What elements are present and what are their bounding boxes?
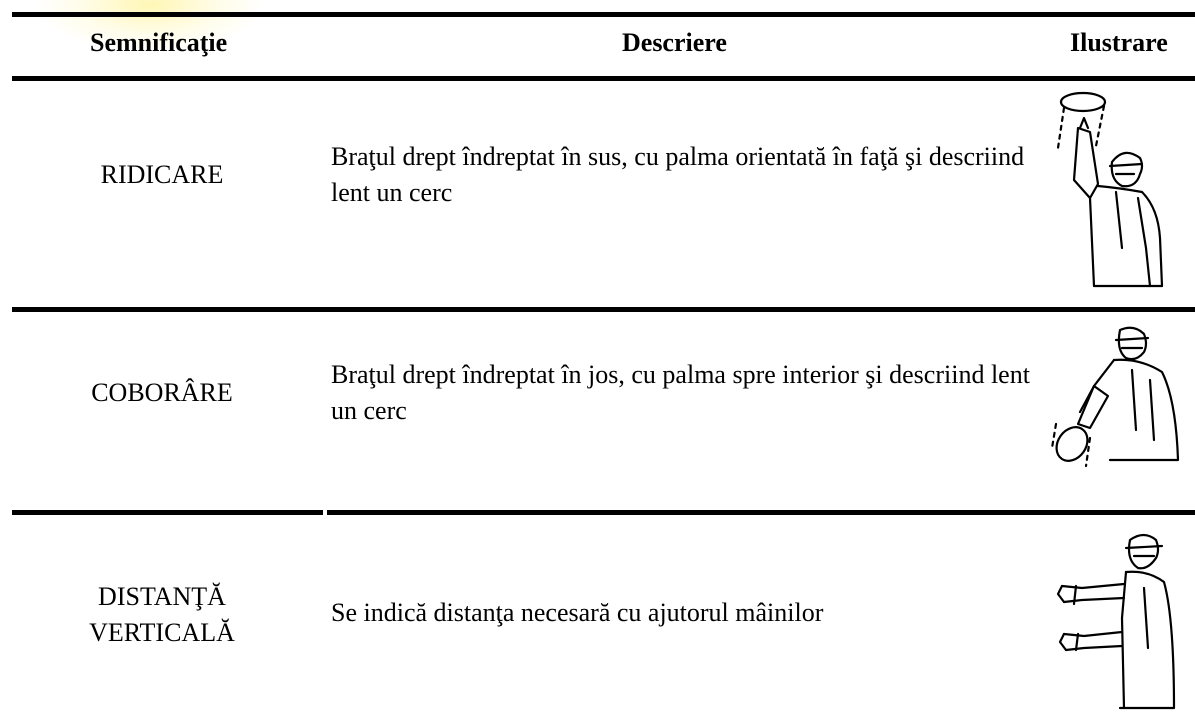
header-meaning: Semnificaţie [90, 28, 228, 57]
row-1-meaning: RIDICARE [100, 160, 224, 189]
row-3-description: Se indică distanţa necesară cu ajutorul … [331, 598, 824, 627]
row-divider-1 [12, 307, 1195, 312]
table-top-rule [12, 12, 1195, 17]
row-2-description: Braţul drept îndreptat în jos, cu palma … [331, 360, 1030, 425]
header-illustration: Ilustrare [1070, 28, 1168, 57]
row-3-meaning-line2: VERTICALĂ [89, 618, 235, 647]
row-divider-2-left [12, 510, 323, 515]
worker-hands-distance-icon [1052, 528, 1182, 713]
header-description: Descriere [622, 28, 727, 57]
row-divider-2-right [327, 510, 1195, 515]
worker-arm-down-circle-icon [1050, 320, 1185, 470]
worker-arm-up-circle-icon [1050, 88, 1180, 293]
row-3-meaning: DISTANŢĂ VERTICALĂ [12, 579, 312, 651]
row-2-meaning: COBORÂRE [91, 378, 233, 407]
row-1-description: Braţul drept îndreptat în sus, cu palma … [331, 142, 1025, 207]
header-bottom-rule [12, 76, 1195, 81]
row-3-meaning-line1: DISTANŢĂ [98, 582, 226, 611]
